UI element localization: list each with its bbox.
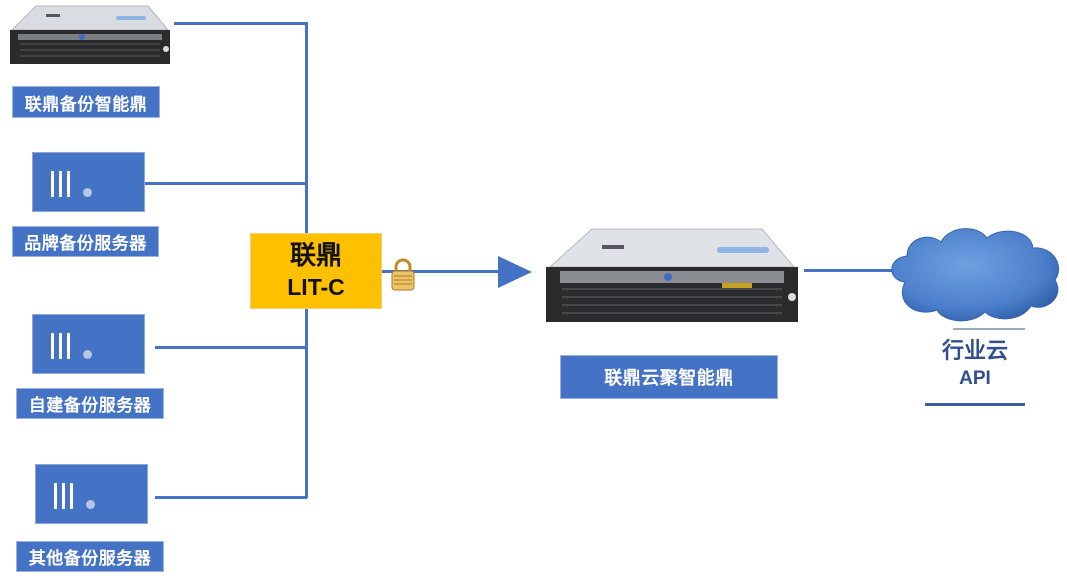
server-bar [59, 171, 62, 197]
arrow-line [382, 270, 504, 273]
cloud-title: 行业云 [941, 339, 1008, 364]
server-icon [32, 152, 145, 212]
connector-line [155, 496, 307, 499]
cloud-label: 行业云 API [925, 338, 1025, 392]
cloud-icon [891, 228, 1060, 322]
server-bar [62, 483, 65, 509]
source-label: 自建备份服务器 [16, 388, 164, 419]
source-label: 其他备份服务器 [16, 541, 164, 572]
rack-server-icon [10, 5, 170, 64]
arrow-head-icon [498, 256, 532, 288]
cloud-api: API [959, 368, 991, 389]
server-icon [32, 314, 145, 374]
gateway-title: 联鼎 [289, 241, 342, 271]
server-bar [51, 171, 54, 197]
source-label: 联鼎备份智能鼎 [12, 86, 160, 118]
server-led [83, 188, 92, 197]
cloud-divider-bottom [925, 403, 1025, 406]
server-bar [67, 171, 70, 197]
lock-icon [391, 258, 415, 291]
rack-server-icon [546, 228, 798, 322]
connector-line [804, 269, 896, 272]
server-led [83, 350, 92, 359]
server-bar [51, 333, 54, 359]
connector-line [145, 182, 307, 185]
gateway-box: 联鼎 LIT-C [250, 233, 382, 309]
server-bar [67, 333, 70, 359]
server-bar [59, 333, 62, 359]
cloud-divider-top [953, 328, 1025, 330]
connector-line [174, 22, 308, 25]
connector-line [155, 346, 307, 349]
target-label: 联鼎云聚智能鼎 [560, 355, 778, 399]
server-icon [35, 464, 148, 524]
server-led [86, 500, 95, 509]
server-bar [70, 483, 73, 509]
gateway-model: LIT-C [287, 274, 345, 300]
server-bar [54, 483, 57, 509]
source-label: 品牌备份服务器 [12, 226, 159, 257]
